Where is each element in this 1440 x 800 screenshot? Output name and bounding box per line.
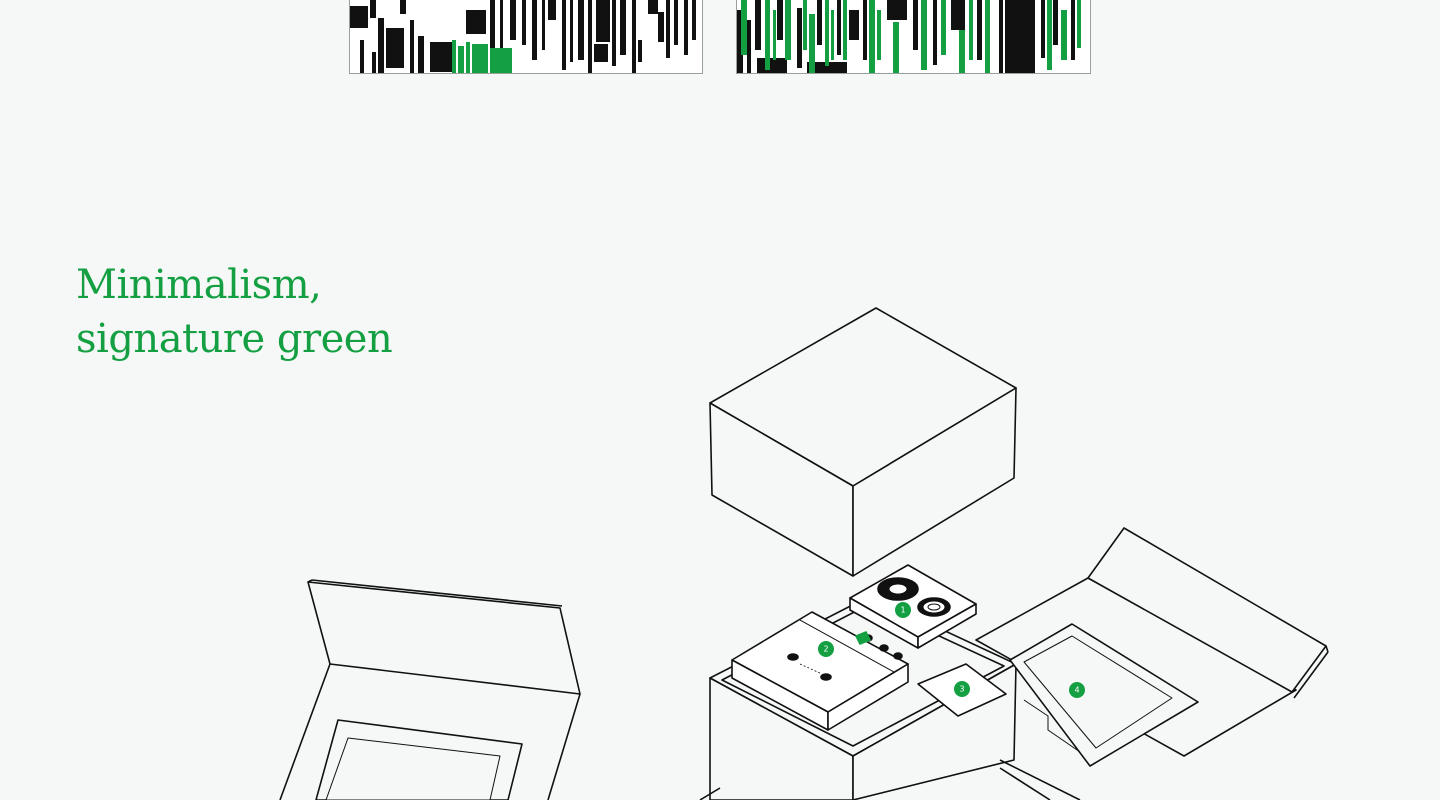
- cassette-case: [731, 611, 909, 731]
- callout-badge-4: 4: [1069, 682, 1085, 698]
- artwork-panel-left: [349, 0, 703, 74]
- open-folder-right: [975, 527, 1329, 800]
- cassette-tape: [849, 564, 977, 649]
- headline-line-2: signature green: [76, 316, 393, 362]
- headline-line-1: Minimalism,: [76, 262, 322, 308]
- artwork-panel-right: [736, 0, 1091, 74]
- callout-badges: 1 2 3 4: [818, 602, 1085, 698]
- abstract-barcode-artwork: [737, 0, 1081, 73]
- callout-badge-2: 2: [818, 641, 834, 657]
- section-headline: Minimalism, signature green: [76, 258, 393, 366]
- open-folder-left: [279, 579, 581, 800]
- callout-label-cassette-case: 2: [823, 645, 828, 654]
- box-lid: [709, 307, 1017, 577]
- callout-badge-3: 3: [954, 681, 970, 697]
- abstract-barcode-artwork: [350, 0, 696, 73]
- callout-label-inner-sleeve: 4: [1074, 686, 1079, 695]
- callout-label-cassette-tape: 1: [900, 606, 905, 615]
- callout-label-insert-card: 3: [959, 685, 964, 694]
- callout-badge-1: 1: [895, 602, 911, 618]
